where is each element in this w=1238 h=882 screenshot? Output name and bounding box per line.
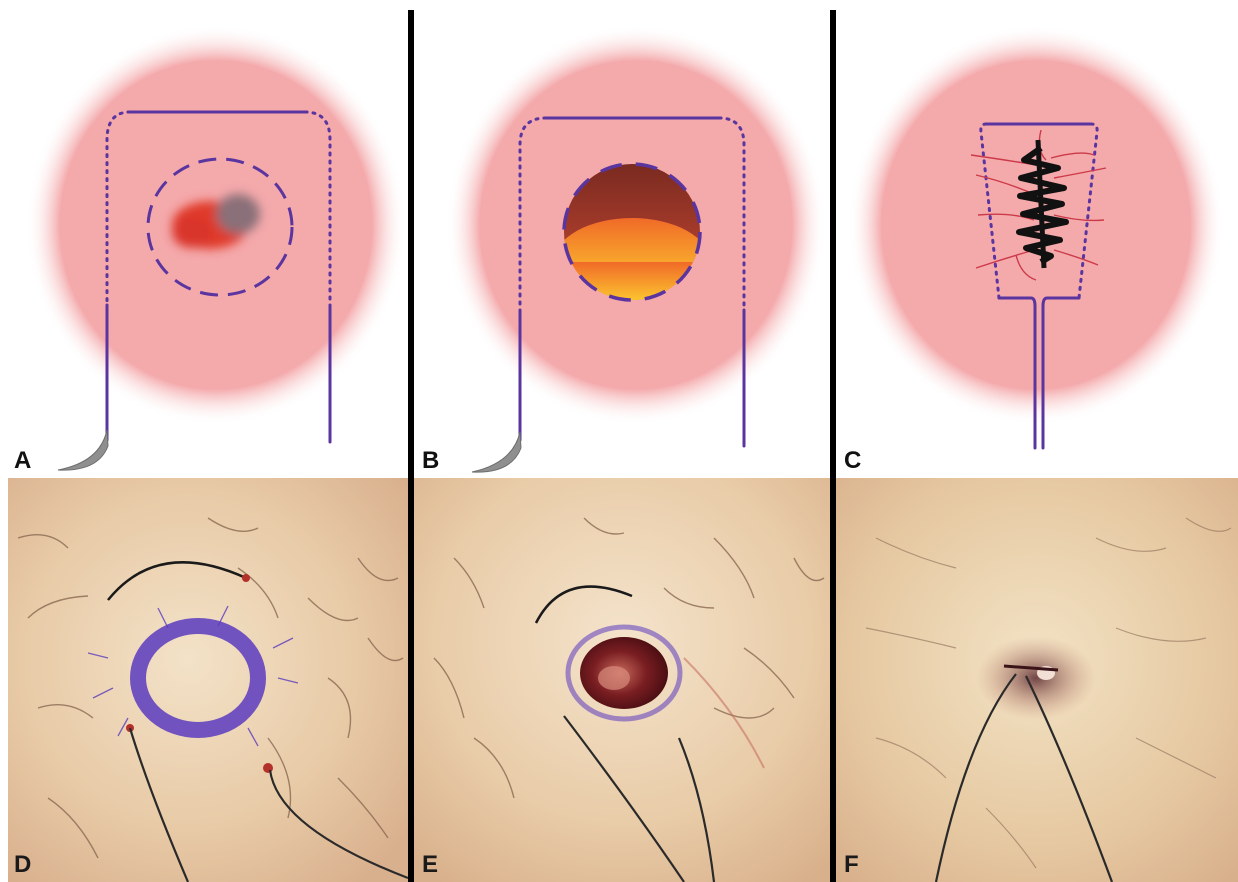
panel-label-c: C — [844, 449, 861, 473]
divider-left — [408, 10, 414, 882]
divider-right — [830, 10, 836, 882]
panel-label-b: B — [422, 449, 439, 473]
panel-c-diagram: C — [836, 0, 1238, 478]
needle-icon — [58, 430, 108, 470]
needle-puncture — [242, 574, 250, 582]
panel-label-f: F — [844, 853, 859, 877]
panel-e-svg — [414, 478, 830, 882]
needle-puncture — [263, 763, 273, 773]
panel-label-d: D — [14, 853, 31, 877]
wound-highlight — [598, 666, 630, 690]
panel-f-photo: F — [836, 478, 1238, 882]
panel-d-photo: D — [8, 478, 408, 882]
panel-label-a: A — [14, 449, 31, 473]
panel-f-svg — [836, 478, 1238, 882]
panel-d-svg — [8, 478, 408, 882]
skin-background — [8, 478, 408, 882]
panel-b-diagram: B — [414, 0, 830, 478]
panel-e-photo: E — [414, 478, 830, 882]
panel-b-svg — [414, 0, 830, 478]
needle-icon — [472, 432, 521, 472]
panel-label-e: E — [422, 853, 438, 877]
panel-a-diagram: A — [0, 0, 408, 478]
panel-c-svg — [836, 0, 1238, 478]
panel-a-svg — [0, 0, 408, 478]
